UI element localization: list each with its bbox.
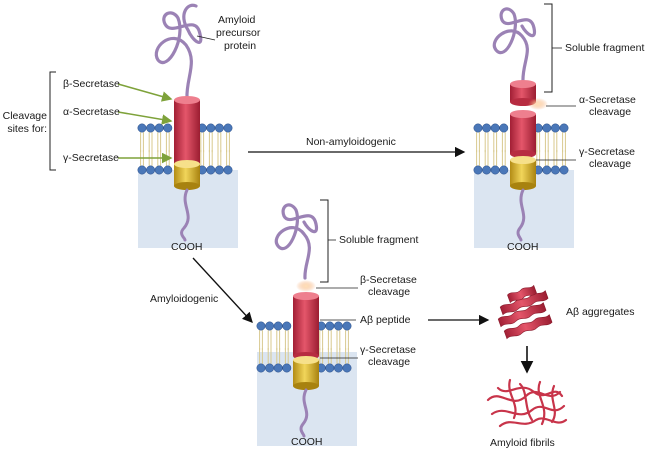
lipid-head: [325, 363, 335, 373]
app-label-leader: [196, 35, 216, 41]
lipid-head: [342, 363, 352, 373]
lipid-head: [473, 165, 483, 175]
lipid-head: [256, 321, 266, 331]
lipid-head: [214, 123, 224, 133]
lipid-head: [282, 363, 292, 373]
lipid-head: [333, 363, 343, 373]
lipid-head: [542, 123, 552, 133]
lipid-head: [550, 165, 560, 175]
lipid-head: [282, 321, 292, 331]
gamma-cleavage-label-right-line1: γ-Secretase: [579, 146, 636, 158]
lipid-head: [206, 123, 216, 133]
cooh-label-left: COOH: [171, 241, 203, 253]
lipid-head: [265, 321, 275, 331]
app-label-line3: protein: [224, 40, 257, 52]
amyloid-fibrils-label: Amyloid fibrils: [490, 437, 555, 449]
gamma-cleavage-label-right-line2: cleavage: [589, 158, 632, 170]
alpha-fragment-helix-right: [510, 80, 536, 106]
lipid-head: [137, 123, 147, 133]
amyloidogenic-label: Amyloidogenic: [150, 293, 219, 305]
lipid-head: [137, 165, 147, 175]
lipid-head: [333, 321, 343, 331]
membrane-center: [256, 321, 352, 373]
cooh-tail-right: [516, 188, 526, 242]
lipid-head: [223, 123, 233, 133]
beta-secretase-label: β-Secretase: [63, 78, 120, 90]
abeta-helix-red-center: [293, 292, 319, 360]
membrane-helix-red-right: [510, 110, 536, 158]
lipid-head: [473, 123, 483, 133]
soluble-fragment-coil-right: [492, 7, 537, 84]
lipid-head: [482, 165, 492, 175]
lipid-head: [499, 165, 509, 175]
app-helix-yellow-left: [174, 160, 200, 190]
beta-cleavage-glow: [296, 280, 316, 292]
soluble-fragment-label-center: Soluble fragment: [339, 234, 419, 246]
lipid-head: [223, 165, 233, 175]
lipid-head: [256, 363, 266, 373]
soluble-fragment-bracket-right: [544, 3, 553, 93]
app-coil-left: [154, 3, 203, 100]
abeta-aggregates: [497, 284, 553, 340]
soluble-fragment-label-right: Soluble fragment: [565, 42, 645, 54]
lipid-head: [154, 165, 164, 175]
lipid-head: [542, 165, 552, 175]
app-label-line2: precursor: [216, 27, 261, 39]
cleavage-label-line2: sites for:: [7, 123, 47, 135]
amyloid-fibrils: [486, 378, 568, 428]
abeta-peptide-label: Aβ peptide: [360, 314, 411, 326]
cleavage-bracket: [49, 71, 56, 171]
alpha-cleavage-label-line1: α-Secretase: [579, 94, 636, 106]
lipid-head: [490, 123, 500, 133]
membrane-helix-yellow-right: [510, 156, 536, 190]
beta-cleavage-label-line1: β-Secretase: [360, 274, 417, 286]
amyloidogenic-arrow: [192, 257, 253, 323]
lipid-head: [490, 165, 500, 175]
alpha-secretase-label: α-Secretase: [63, 106, 120, 118]
lipid-head: [206, 165, 216, 175]
alpha-arrow: [117, 111, 173, 125]
lipid-head: [342, 321, 352, 331]
soluble-fragment-bracket-center: [320, 199, 329, 283]
abeta-aggregates-label: Aβ aggregates: [566, 306, 635, 318]
helix-yellow-center: [293, 356, 319, 390]
lipid-head: [163, 165, 173, 175]
soluble-fragment-coil-center: [274, 203, 319, 280]
cooh-tail-left: [180, 188, 190, 242]
alpha-cleavage-glow: [528, 98, 548, 110]
lipid-head: [265, 363, 275, 373]
lipid-head: [559, 123, 569, 133]
lipid-head: [163, 123, 173, 133]
lipid-head: [325, 321, 335, 331]
lipid-head: [146, 165, 156, 175]
lipid-head: [559, 165, 569, 175]
beta-cleavage-label-line2: cleavage: [368, 286, 411, 298]
gamma-secretase-label: γ-Secretase: [63, 152, 120, 164]
app-helix-red-left: [174, 96, 200, 168]
lipid-head: [214, 165, 224, 175]
lipid-head: [154, 123, 164, 133]
beta-arrow: [117, 83, 173, 102]
lipid-head: [273, 363, 283, 373]
cooh-label-right: COOH: [507, 241, 539, 253]
gamma-cleavage-label-center-line1: γ-Secretase: [360, 344, 417, 356]
alpha-cleavage-label-line2: cleavage: [589, 106, 632, 118]
lipid-head: [482, 123, 492, 133]
lipid-head: [550, 123, 560, 133]
non-amyloidogenic-label: Non-amyloidogenic: [306, 136, 396, 148]
cleavage-label-line1: Cleavage: [2, 110, 47, 122]
app-label-line1: Amyloid: [218, 14, 256, 26]
lipid-head: [273, 321, 283, 331]
lipid-head: [146, 123, 156, 133]
cooh-tail-center: [299, 388, 309, 438]
gamma-cleavage-label-center-line2: cleavage: [368, 356, 411, 368]
lipid-head: [499, 123, 509, 133]
cooh-label-center: COOH: [291, 436, 323, 448]
